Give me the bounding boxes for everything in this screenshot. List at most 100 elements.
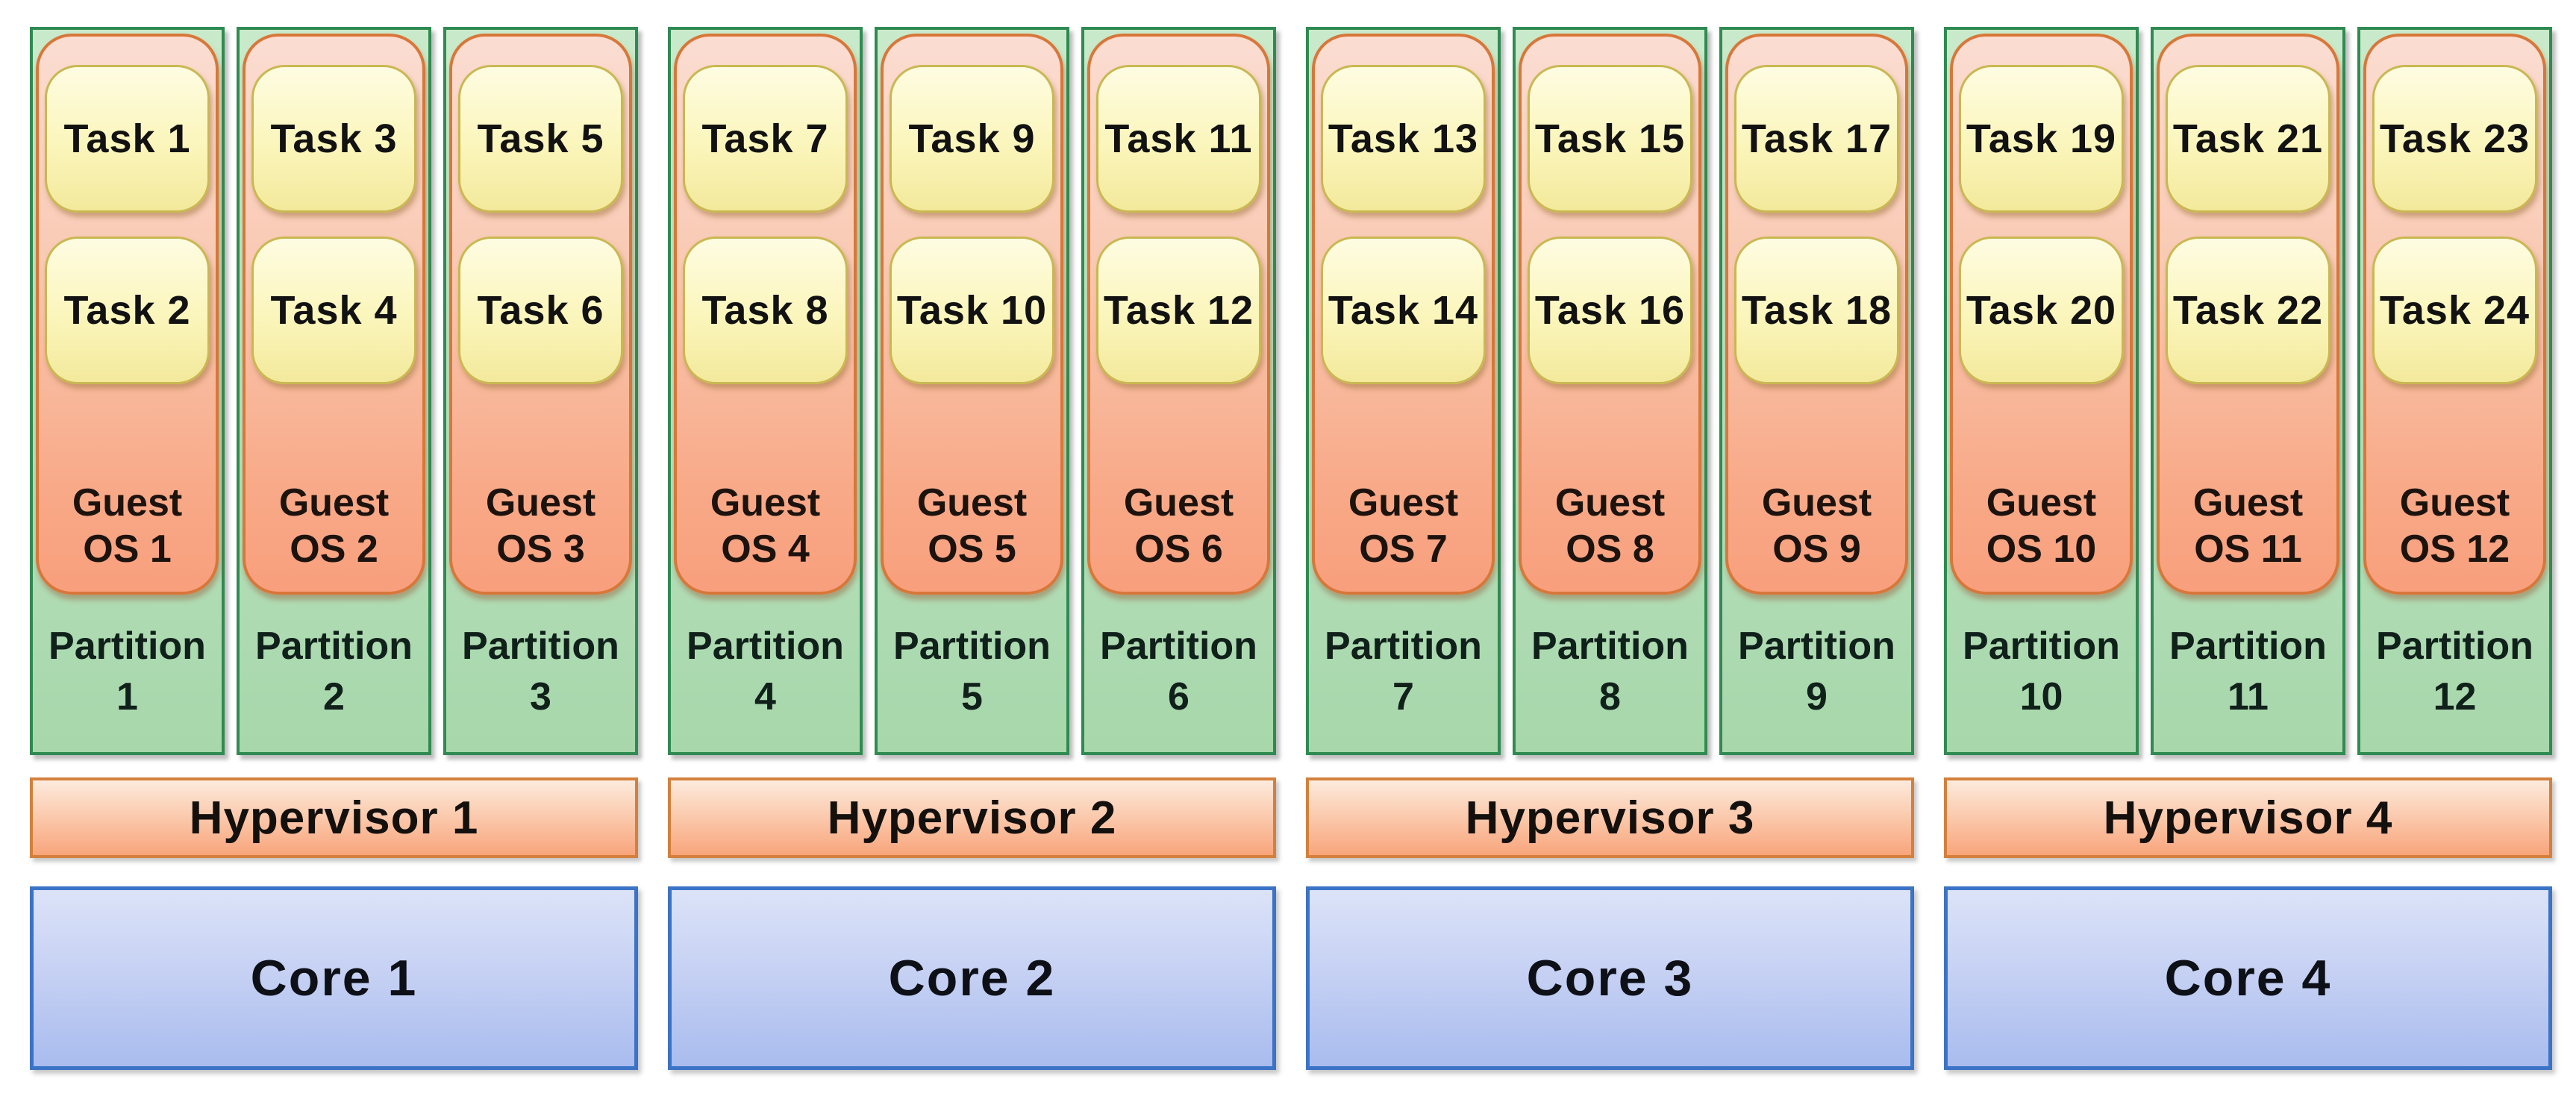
task-box: Task 3 xyxy=(251,65,416,213)
task-label: Task 19 xyxy=(1966,116,2117,161)
task-label: Task 7 xyxy=(701,116,829,161)
partition-label: Partition 12 xyxy=(2360,595,2549,752)
partition-label-line1: Partition xyxy=(2376,624,2533,668)
partition-box: Task 19 Task 20 Guest OS 10 Partition 10 xyxy=(1944,27,2139,755)
guest-os-box: Task 3 Task 4 Guest OS 2 xyxy=(243,34,425,595)
partition-box: Task 5 Task 6 Guest OS 3 Partition 3 xyxy=(443,27,638,755)
guest-os-label-line2: OS 5 xyxy=(928,527,1016,571)
partition-box: Task 13 Task 14 Guest OS 7 Partition 7 xyxy=(1306,27,1501,755)
partition-box: Task 21 Task 22 Guest OS 11 Partition 11 xyxy=(2151,27,2345,755)
partition-label: Partition 5 xyxy=(878,595,1066,752)
core-group-4: Task 19 Task 20 Guest OS 10 Partition 10… xyxy=(1944,27,2552,1108)
guest-os-label-line1: Guest xyxy=(1986,481,2097,525)
task-label: Task 12 xyxy=(1103,288,1254,333)
partition-label: Partition 7 xyxy=(1309,595,1498,752)
task-box: Task 8 xyxy=(683,237,848,384)
task-box: Task 10 xyxy=(890,237,1054,384)
hypervisor-label: Hypervisor 4 xyxy=(2103,792,2393,844)
task-box: Task 22 xyxy=(2166,237,2330,384)
partition-box: Task 11 Task 12 Guest OS 6 Partition 6 xyxy=(1081,27,1276,755)
core-group-1: Task 1 Task 2 Guest OS 1 Partition 1 Tas… xyxy=(30,27,638,1108)
partition-label-line2: 1 xyxy=(116,674,138,719)
task-label: Task 14 xyxy=(1328,288,1479,333)
partition-label-line2: 11 xyxy=(2228,674,2269,719)
task-box: Task 24 xyxy=(2372,237,2537,384)
task-label: Task 2 xyxy=(63,288,191,333)
task-label: Task 5 xyxy=(477,116,604,161)
task-label: Task 4 xyxy=(270,288,398,333)
partition-box: Task 17 Task 18 Guest OS 9 Partition 9 xyxy=(1719,27,1914,755)
guest-os-label-line2: OS 6 xyxy=(1134,527,1223,571)
task-box: Task 19 xyxy=(1959,65,2124,213)
guest-os-label-line2: OS 3 xyxy=(496,527,585,571)
partition-label: Partition 1 xyxy=(33,595,222,752)
guest-os-box: Task 1 Task 2 Guest OS 1 xyxy=(36,34,219,595)
partition-label-line2: 10 xyxy=(2019,674,2063,719)
partition-label-line2: 2 xyxy=(323,674,345,719)
guest-os-box: Task 9 Task 10 Guest OS 5 xyxy=(881,34,1063,595)
partition-label: Partition 3 xyxy=(446,595,635,752)
guest-os-label-line1: Guest xyxy=(916,481,1028,525)
hypervisor-bar: Hypervisor 3 xyxy=(1306,777,1914,858)
guest-os-label: Guest OS 10 xyxy=(1986,481,2096,572)
guest-os-label-line2: OS 8 xyxy=(1566,527,1654,571)
partition-box: Task 1 Task 2 Guest OS 1 Partition 1 xyxy=(30,27,225,755)
guest-os-label-line2: OS 12 xyxy=(2399,527,2510,571)
guest-os-label-line1: Guest xyxy=(1123,481,1234,525)
task-box: Task 12 xyxy=(1096,237,1261,384)
partition-label: Partition 8 xyxy=(1516,595,1704,752)
partition-label-line1: Partition xyxy=(2169,624,2327,668)
guest-os-box: Task 15 Task 16 Guest OS 8 xyxy=(1519,34,1701,595)
task-label: Task 17 xyxy=(1741,116,1892,161)
guest-os-label: Guest OS 5 xyxy=(917,481,1027,572)
guest-os-label: Guest OS 3 xyxy=(486,481,595,572)
partition-box: Task 23 Task 24 Guest OS 12 Partition 12 xyxy=(2357,27,2552,755)
guest-os-box: Task 19 Task 20 Guest OS 10 xyxy=(1950,34,2133,595)
task-label: Task 13 xyxy=(1328,116,1479,161)
task-label: Task 23 xyxy=(2379,116,2530,161)
partition-label-line1: Partition xyxy=(1738,624,1895,668)
guest-os-label-line2: OS 2 xyxy=(290,527,378,571)
task-box: Task 2 xyxy=(45,237,210,384)
task-label: Task 18 xyxy=(1741,288,1892,333)
core-label: Core 2 xyxy=(888,950,1056,1007)
guest-os-label: Guest OS 11 xyxy=(2193,481,2303,572)
guest-os-label-line2: OS 10 xyxy=(1986,527,2097,571)
guest-os-label-line1: Guest xyxy=(72,481,183,525)
partition-label: Partition 6 xyxy=(1084,595,1273,752)
core-group-2: Task 7 Task 8 Guest OS 4 Partition 4 Tas… xyxy=(668,27,1276,1108)
guest-os-label-line2: OS 11 xyxy=(2194,527,2302,571)
core-box: Core 2 xyxy=(668,886,1276,1070)
task-label: Task 6 xyxy=(477,288,604,333)
task-box: Task 11 xyxy=(1096,65,1261,213)
guest-os-label: Guest OS 7 xyxy=(1348,481,1458,572)
partition-label-line2: 7 xyxy=(1392,674,1414,719)
guest-os-box: Task 7 Task 8 Guest OS 4 xyxy=(674,34,857,595)
task-label: Task 1 xyxy=(63,116,191,161)
guest-os-label-line1: Guest xyxy=(1348,481,1459,525)
core-label: Core 3 xyxy=(1526,950,1694,1007)
partition-label-line1: Partition xyxy=(49,624,206,668)
task-box: Task 20 xyxy=(1959,237,2124,384)
task-box: Task 5 xyxy=(458,65,623,213)
guest-os-box: Task 17 Task 18 Guest OS 9 xyxy=(1725,34,1908,595)
partition-label: Partition 11 xyxy=(2154,595,2342,752)
task-label: Task 9 xyxy=(908,116,1036,161)
task-label: Task 22 xyxy=(2172,288,2324,333)
guest-os-box: Task 21 Task 22 Guest OS 11 xyxy=(2157,34,2339,595)
guest-os-label-line1: Guest xyxy=(485,481,596,525)
partitions-row: Task 13 Task 14 Guest OS 7 Partition 7 T… xyxy=(1306,27,1914,755)
guest-os-label: Guest OS 1 xyxy=(72,481,182,572)
guest-os-label: Guest OS 8 xyxy=(1555,481,1665,572)
partition-label-line2: 8 xyxy=(1599,674,1621,719)
guest-os-label: Guest OS 4 xyxy=(710,481,820,572)
guest-os-label-line1: Guest xyxy=(1554,481,1666,525)
task-box: Task 9 xyxy=(890,65,1054,213)
core-label: Core 4 xyxy=(2164,950,2332,1007)
guest-os-label-line1: Guest xyxy=(1761,481,1872,525)
partition-label: Partition 9 xyxy=(1722,595,1911,752)
core-box: Core 4 xyxy=(1944,886,2552,1070)
partition-box: Task 9 Task 10 Guest OS 5 Partition 5 xyxy=(875,27,1069,755)
task-label: Task 15 xyxy=(1534,116,1686,161)
